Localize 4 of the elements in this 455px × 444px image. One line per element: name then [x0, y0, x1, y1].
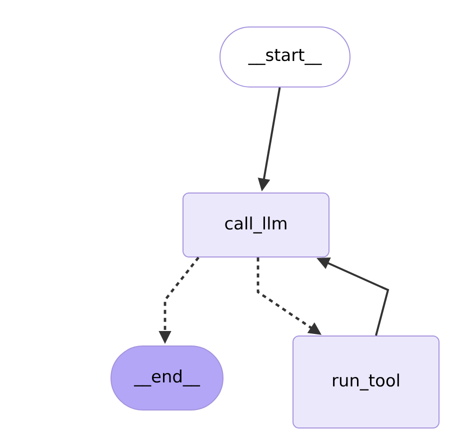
terminal-node: __start__: [220, 26, 350, 88]
process-box: call_llm: [182, 192, 330, 258]
process-box: run_tool: [292, 336, 440, 428]
terminal-node: __end__: [110, 346, 224, 410]
